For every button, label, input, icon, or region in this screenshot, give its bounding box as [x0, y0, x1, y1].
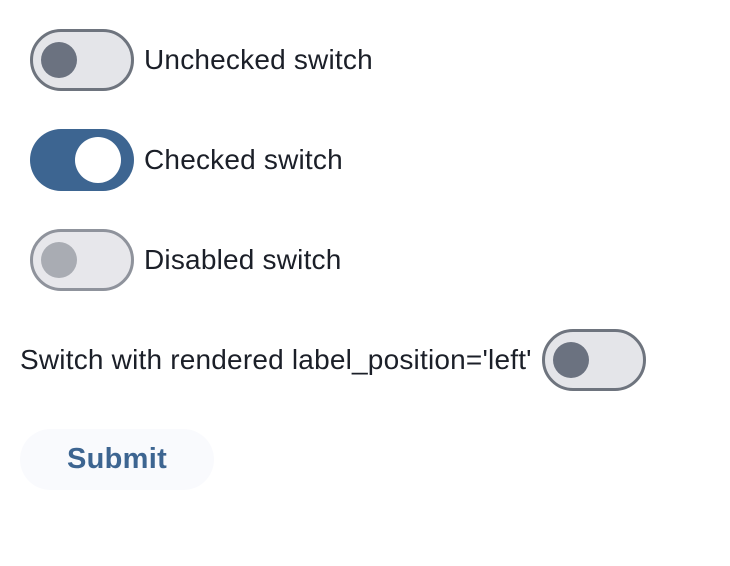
switch-row-left-label: Switch with rendered label_position='lef… — [20, 329, 730, 391]
switch-row-unchecked: Unchecked switch — [20, 29, 730, 91]
unchecked-switch-toggle[interactable] — [30, 29, 134, 91]
left-label-switch-label[interactable]: Switch with rendered label_position='lef… — [20, 344, 532, 375]
disabled-switch-label: Disabled switch — [144, 244, 342, 275]
switch-knob — [75, 137, 121, 183]
switch-row-disabled: Disabled switch — [20, 229, 730, 291]
disabled-switch-toggle — [30, 229, 134, 291]
switch-row-checked: Checked switch — [20, 129, 730, 191]
checked-switch-label[interactable]: Checked switch — [144, 144, 343, 175]
left-label-switch-toggle[interactable] — [541, 329, 646, 391]
checked-switch-toggle[interactable] — [30, 129, 134, 191]
switch-knob — [552, 342, 589, 378]
submit-button[interactable]: Submit — [20, 429, 214, 490]
unchecked-switch-label[interactable]: Unchecked switch — [144, 44, 373, 75]
switch-knob — [41, 42, 77, 78]
switch-knob — [41, 242, 77, 278]
